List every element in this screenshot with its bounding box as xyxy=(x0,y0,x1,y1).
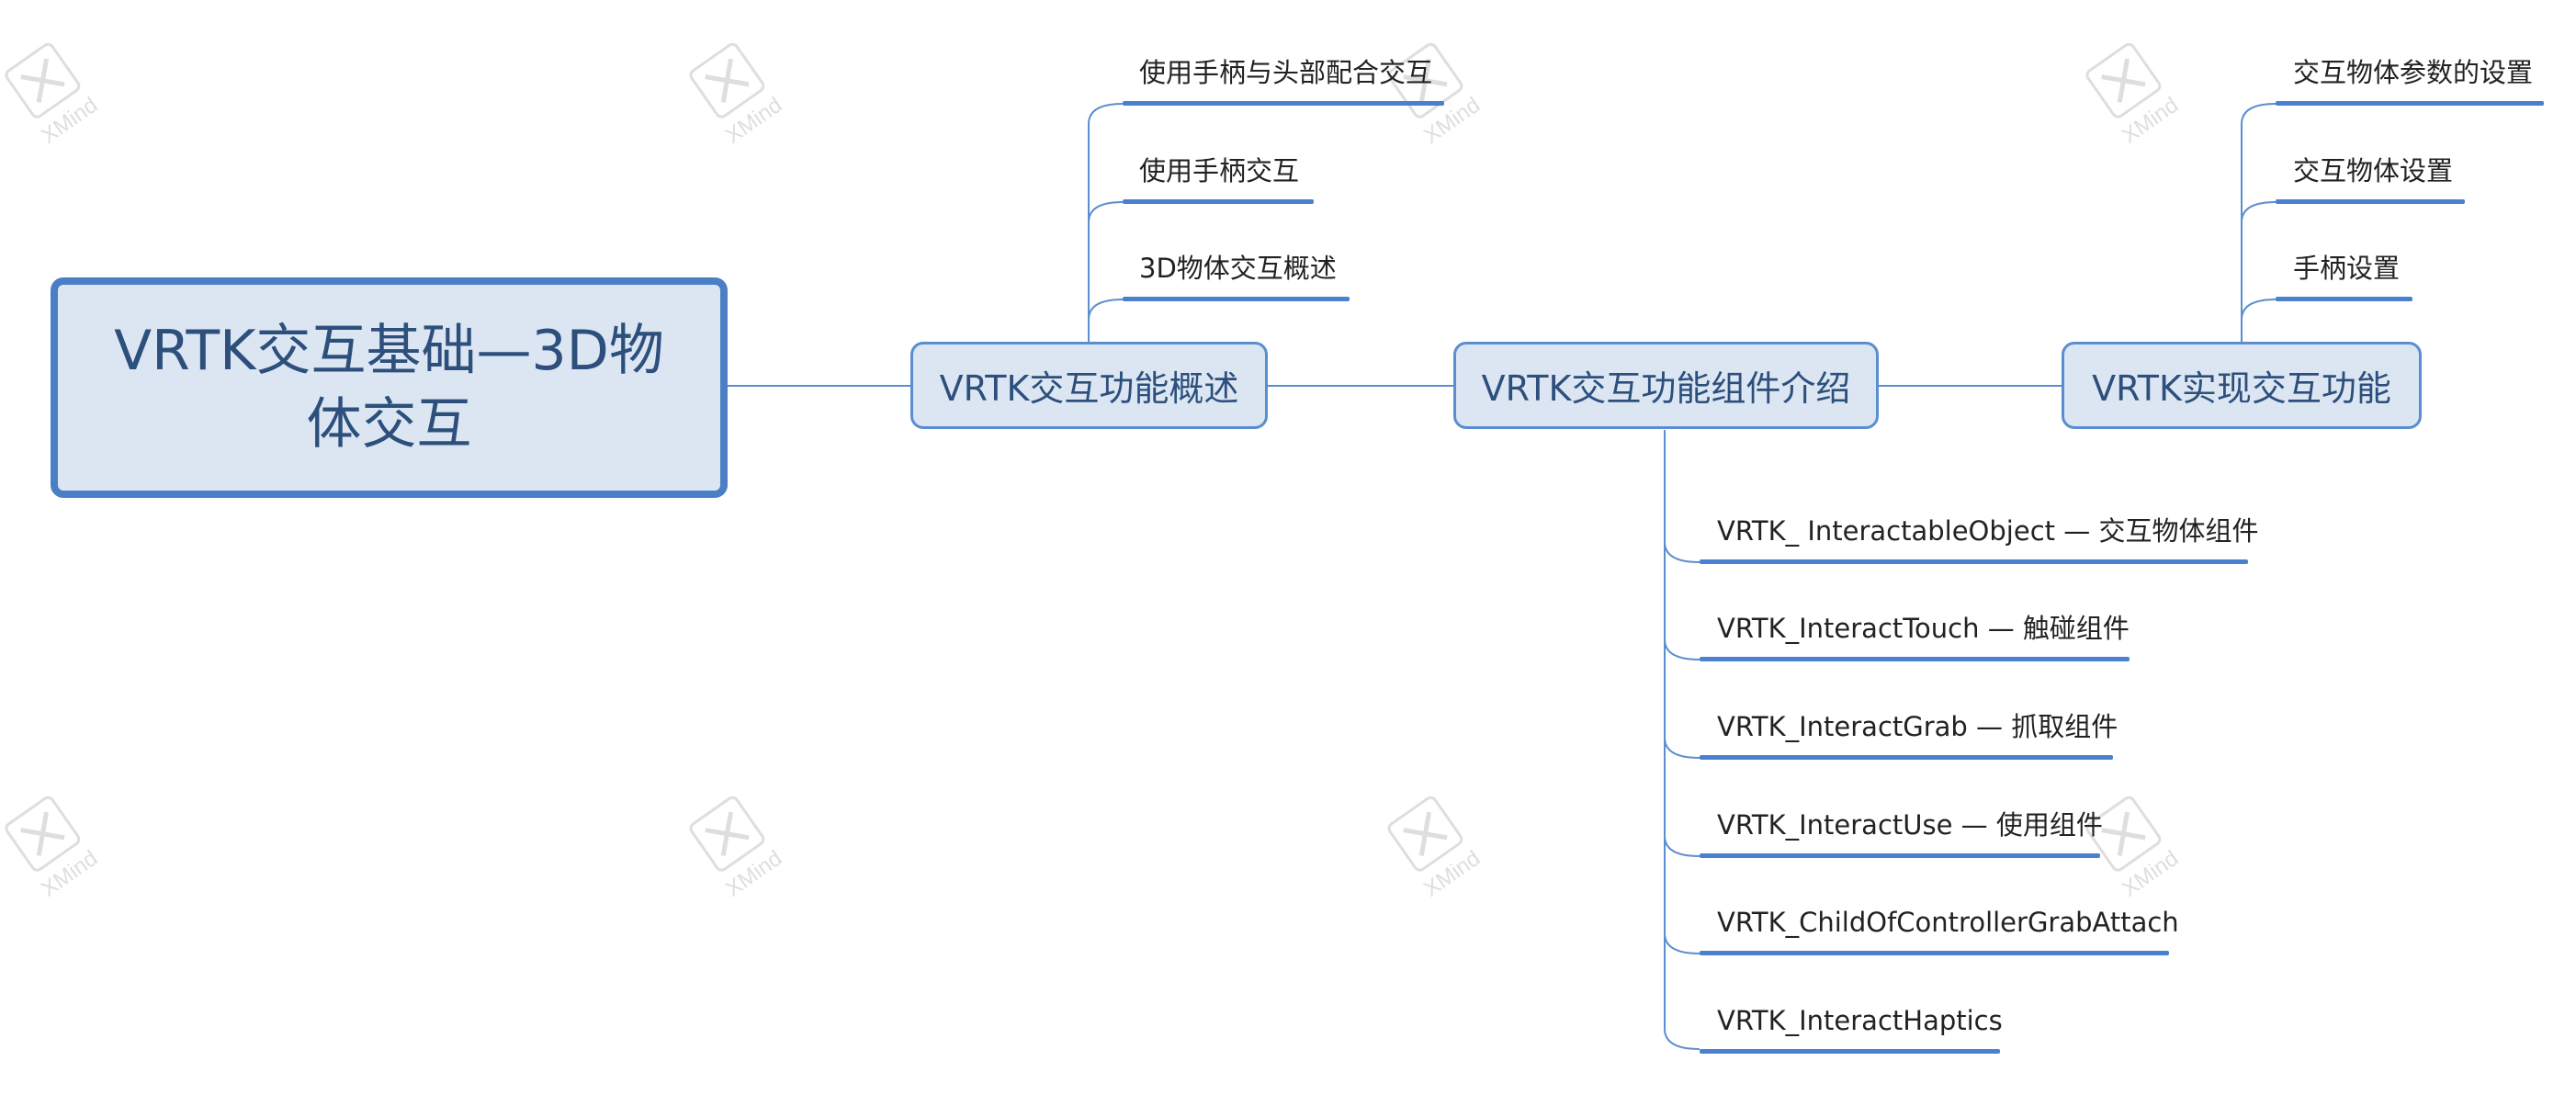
subtopic-label[interactable]: 使用手柄交互 xyxy=(1139,155,1300,186)
watermark: XMind xyxy=(684,790,786,904)
subtopic-label[interactable]: VRTK_InteractHaptics xyxy=(1717,1005,2003,1036)
subtopic-underline xyxy=(1700,1049,2000,1054)
subtopic-underline xyxy=(1700,657,2130,661)
watermark: XMind xyxy=(0,37,102,151)
subtopic-label[interactable]: 手柄设置 xyxy=(2293,253,2401,284)
subtopic-underline xyxy=(2276,199,2465,204)
watermark: XMind xyxy=(2081,790,2183,904)
branch-topic-label: VRTK交互功能组件介绍 xyxy=(1481,368,1851,409)
root-topic[interactable]: VRTK交互基础—3D物体交互 xyxy=(51,277,728,498)
subtopic-underline xyxy=(1700,559,2248,564)
subtopic-underline xyxy=(1123,297,1350,301)
watermark: XMind xyxy=(1383,37,1485,151)
connector-branch2-children xyxy=(1664,430,1700,1050)
xmind-logo-icon: XMind xyxy=(2085,796,2183,902)
subtopic-underline xyxy=(1700,853,2100,858)
watermark: XMind xyxy=(1383,790,1485,904)
subtopic-label[interactable]: VRTK_ChildOfControllerGrabAttach xyxy=(1717,907,2179,938)
branch-topic-implementation[interactable]: VRTK实现交互功能 xyxy=(2062,342,2422,429)
svg-text:XMind: XMind xyxy=(2118,93,2182,147)
subtopic-underline xyxy=(1123,101,1444,106)
xmind-logo-icon: XMind xyxy=(689,796,786,902)
watermark: XMind xyxy=(2081,37,2183,151)
subtopic-label[interactable]: VRTK_InteractTouch — 触碰组件 xyxy=(1717,613,2130,644)
subtopic-underline xyxy=(1700,951,2169,955)
subtopic-label[interactable]: VRTK_InteractGrab — 抓取组件 xyxy=(1717,711,2118,742)
xmind-logo-icon: XMind xyxy=(1387,42,1485,149)
subtopic-label[interactable]: 3D物体交互概述 xyxy=(1139,253,1337,284)
xmind-logo-icon: XMind xyxy=(5,796,102,902)
svg-text:XMind: XMind xyxy=(2118,846,2182,900)
connector-branch3-children xyxy=(2241,103,2277,342)
subtopic-label[interactable]: 交互物体参数的设置 xyxy=(2293,57,2534,88)
watermark: XMind xyxy=(684,37,786,151)
branch-topic-label: VRTK实现交互功能 xyxy=(2092,368,2391,409)
xmind-logo-icon: XMind xyxy=(1387,796,1485,902)
svg-text:XMind: XMind xyxy=(37,93,101,147)
xmind-logo-icon: XMind xyxy=(5,42,102,149)
connector-branch1-children xyxy=(1088,103,1124,342)
subtopic-underline xyxy=(2276,297,2412,301)
xmind-logo-icon: XMind xyxy=(689,42,786,149)
branch-topic-components[interactable]: VRTK交互功能组件介绍 xyxy=(1453,342,1879,429)
subtopic-underline xyxy=(1123,199,1314,204)
subtopic-label[interactable]: 使用手柄与头部配合交互 xyxy=(1139,57,1433,88)
root-topic-label: VRTK交互基础—3D物体交互 xyxy=(114,319,664,457)
subtopic-underline xyxy=(1700,755,2113,760)
svg-text:XMind: XMind xyxy=(37,846,101,900)
svg-text:XMind: XMind xyxy=(721,846,785,900)
branch-topic-overview[interactable]: VRTK交互功能概述 xyxy=(910,342,1268,429)
watermark: XMind xyxy=(0,790,102,904)
subtopic-label[interactable]: 交互物体设置 xyxy=(2293,155,2454,186)
subtopic-label[interactable]: VRTK_InteractUse — 使用组件 xyxy=(1717,809,2103,841)
svg-text:XMind: XMind xyxy=(721,93,785,147)
xmind-logo-icon: XMind xyxy=(2085,42,2183,149)
svg-text:XMind: XMind xyxy=(1419,846,1484,900)
subtopic-label[interactable]: VRTK_ InteractableObject — 交互物体组件 xyxy=(1717,515,2259,547)
subtopic-underline xyxy=(2276,101,2544,106)
branch-topic-label: VRTK交互功能概述 xyxy=(939,368,1239,409)
